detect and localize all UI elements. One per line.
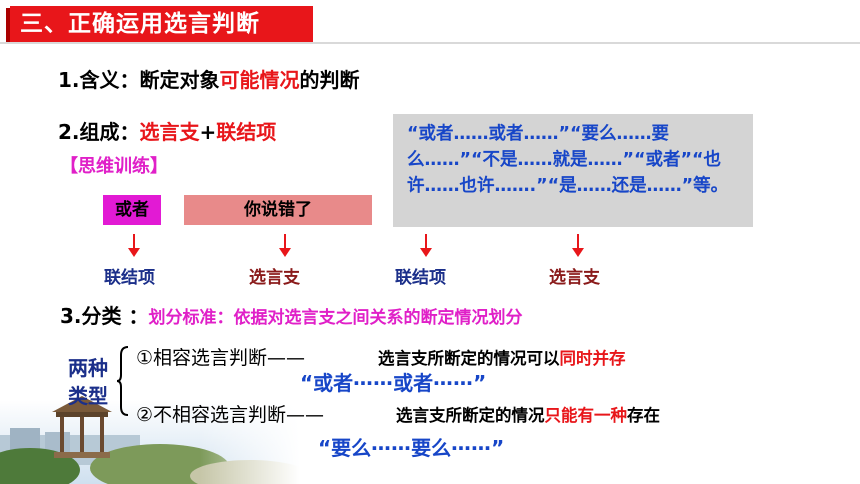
composition-plus: + — [199, 120, 217, 144]
composition-part2: 联结项 — [216, 120, 277, 144]
arrow-label-disjunct: 选言支 — [549, 268, 600, 288]
sentence-part-disjunct: 你说错了 — [184, 195, 372, 225]
down-arrow-icon — [572, 234, 584, 258]
compatible-type-name: ①相容选言判断—— — [136, 347, 306, 369]
incompatible-type-example: “要么⋯⋯要么⋯⋯” — [318, 436, 505, 460]
title-accent — [6, 8, 12, 42]
two-types-label: 两种 类型 — [58, 354, 118, 410]
arrow-label-connective: 联结项 — [395, 268, 446, 288]
sentence-part-connective: 或者 — [103, 195, 161, 225]
classification-prefix: 3.分类 — [60, 304, 122, 328]
compatible-type-example: “或者⋯⋯或者⋯⋯” — [300, 371, 487, 395]
connective-examples-text: “或者……或者……”“要么……要么……”“不是……就是……”“或者”“也许……也… — [407, 124, 729, 196]
incompatible-desc-prefix: 选言支所断定的情况 — [396, 406, 545, 425]
composition-part1: 选言支 — [139, 120, 200, 144]
definition-suffix: 的判断 — [299, 68, 360, 92]
definition-highlight: 可能情况 — [219, 68, 300, 92]
down-arrow-icon — [128, 234, 140, 258]
connective-examples-box: “或者……或者……”“要么……要么……”“不是……就是……”“或者”“也许……也… — [393, 114, 753, 227]
two-types-label-line1: 两种 — [68, 356, 108, 380]
compatible-desc-prefix: 选言支所断定的情况可以 — [378, 349, 560, 368]
down-arrow-icon — [279, 234, 291, 258]
arrow-label-connective: 联结项 — [104, 268, 155, 288]
compatible-type-desc: 选言支所断定的情况可以同时并存 — [378, 345, 626, 369]
training-label: 【思维训练】 — [60, 156, 168, 177]
pavilion-scenery-image — [0, 396, 300, 484]
definition-prefix: 1.含义：断定对象 — [58, 68, 220, 92]
title-divider — [0, 42, 860, 44]
arrow-label-disjunct: 选言支 — [249, 268, 300, 288]
classification-colon: ： — [128, 304, 149, 328]
incompatible-type-desc: 选言支所断定的情况只能有一种存在 — [396, 402, 660, 426]
incompatible-desc-highlight: 只能有一种 — [544, 406, 628, 425]
composition-prefix: 2.组成： — [58, 120, 140, 144]
incompatible-type-name: ②不相容选言判断—— — [136, 404, 325, 426]
down-arrow-icon — [420, 234, 432, 258]
composition-line: 2.组成：选言支+联结项 — [58, 116, 276, 145]
compatible-desc-highlight: 同时并存 — [559, 349, 626, 368]
left-brace-icon — [116, 346, 129, 416]
classification-line: 3.分类 ：划分标准：依据对选言支之间关系的断定情况划分 — [60, 300, 522, 329]
definition-line: 1.含义：断定对象可能情况的判断 — [58, 64, 360, 93]
slide-title: 三、正确运用选言判断 — [10, 6, 313, 42]
classification-criterion: 划分标准：依据对选言支之间关系的断定情况划分 — [148, 308, 523, 328]
incompatible-desc-suffix: 存在 — [627, 406, 660, 425]
two-types-label-line2: 类型 — [68, 384, 108, 408]
